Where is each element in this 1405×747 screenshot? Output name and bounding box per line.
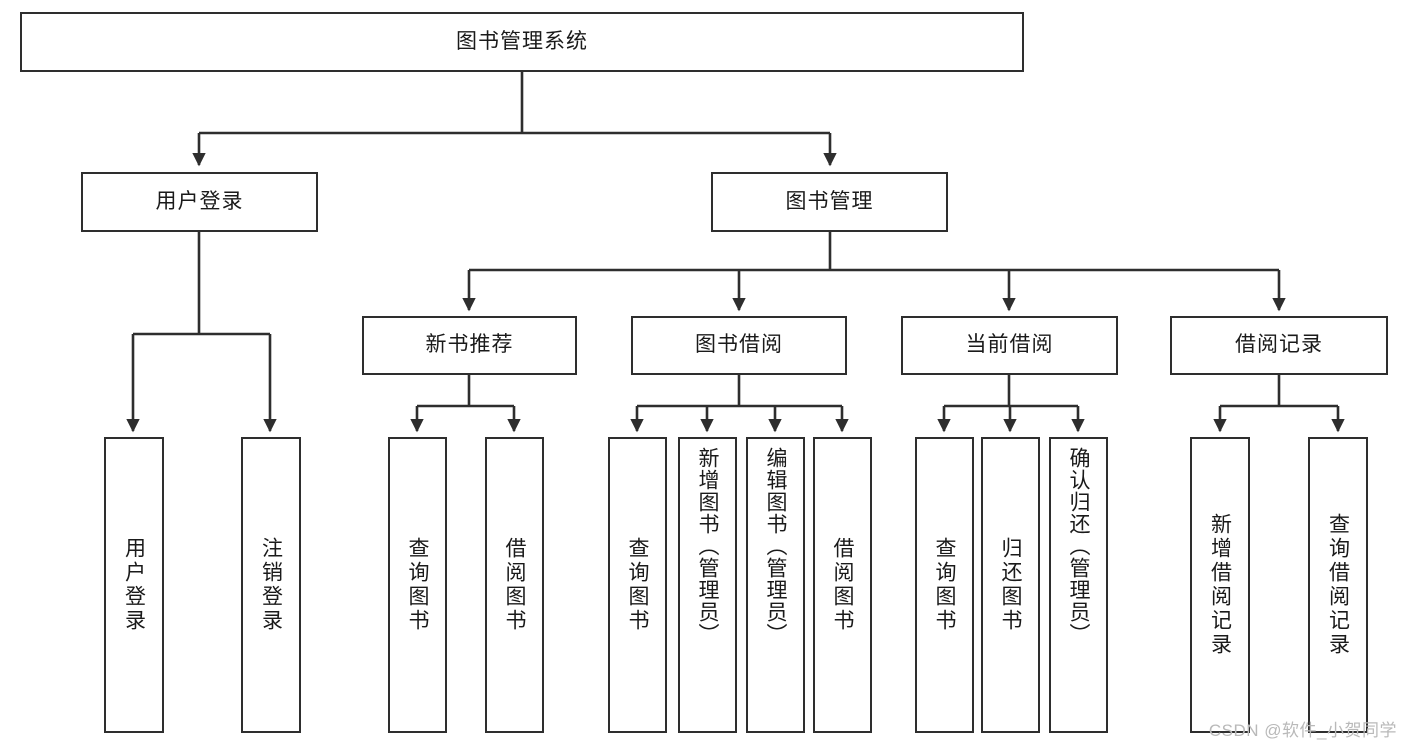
node-book-borrow[interactable]: 图书借阅 [631, 316, 847, 375]
leaf-add-borrow-record[interactable]: 新增借阅记录 [1190, 437, 1250, 733]
leaf-query-book-recommendation[interactable]: 查询图书 [388, 437, 447, 733]
node-borrow-record-label: 借阅记录 [1235, 333, 1323, 357]
node-new-book-recommendation[interactable]: 新书推荐 [362, 316, 577, 375]
leaf-confirm-return[interactable]: 确认归还（管理员） [1049, 437, 1108, 733]
leaf-borrow-book-recommendation[interactable]: 借阅图书 [485, 437, 544, 733]
node-new-book-recommendation-label: 新书推荐 [425, 333, 514, 357]
node-borrow-record[interactable]: 借阅记录 [1170, 316, 1388, 375]
leaf-confirm-return-label: 确认归还（管理员） [1067, 447, 1090, 645]
node-book-borrow-label: 图书借阅 [695, 333, 783, 357]
leaf-add-book[interactable]: 新增图书（管理员） [678, 437, 737, 733]
leaf-borrow-book-label: 借阅图书 [831, 537, 854, 633]
node-root-label: 图书管理系统 [456, 29, 588, 53]
leaf-user-login-label: 用户登录 [122, 537, 146, 633]
leaf-user-login[interactable]: 用户登录 [104, 437, 164, 733]
leaf-query-book-borrow-label: 查询图书 [626, 537, 649, 633]
node-current-borrow[interactable]: 当前借阅 [901, 316, 1118, 375]
leaf-query-book-recommendation-label: 查询图书 [406, 537, 429, 633]
csdn-watermark: CSDN @软件_小贺同学 [1208, 721, 1397, 740]
leaf-add-borrow-record-label: 新增借阅记录 [1208, 513, 1232, 657]
leaf-logout[interactable]: 注销登录 [241, 437, 301, 733]
leaf-edit-book-label: 编辑图书（管理员） [764, 447, 787, 645]
leaf-return-book[interactable]: 归还图书 [981, 437, 1040, 733]
leaf-query-book-borrow[interactable]: 查询图书 [608, 437, 667, 733]
node-root[interactable]: 图书管理系统 [20, 12, 1024, 72]
leaf-query-borrow-record-label: 查询借阅记录 [1326, 513, 1350, 657]
node-book-management-label: 图书管理 [785, 189, 874, 213]
node-user-login[interactable]: 用户登录 [81, 172, 318, 232]
leaf-query-book-current[interactable]: 查询图书 [915, 437, 974, 733]
node-current-borrow-label: 当前借阅 [965, 333, 1054, 357]
leaf-borrow-book-recommendation-label: 借阅图书 [503, 537, 526, 633]
node-user-login-label: 用户登录 [155, 189, 244, 213]
leaf-query-book-current-label: 查询图书 [933, 537, 956, 633]
node-book-management[interactable]: 图书管理 [711, 172, 948, 232]
leaf-logout-label: 注销登录 [259, 537, 283, 633]
leaf-borrow-book[interactable]: 借阅图书 [813, 437, 872, 733]
leaf-edit-book[interactable]: 编辑图书（管理员） [746, 437, 805, 733]
leaf-add-book-label: 新增图书（管理员） [696, 447, 719, 645]
leaf-query-borrow-record[interactable]: 查询借阅记录 [1308, 437, 1368, 733]
leaf-return-book-label: 归还图书 [999, 537, 1022, 633]
